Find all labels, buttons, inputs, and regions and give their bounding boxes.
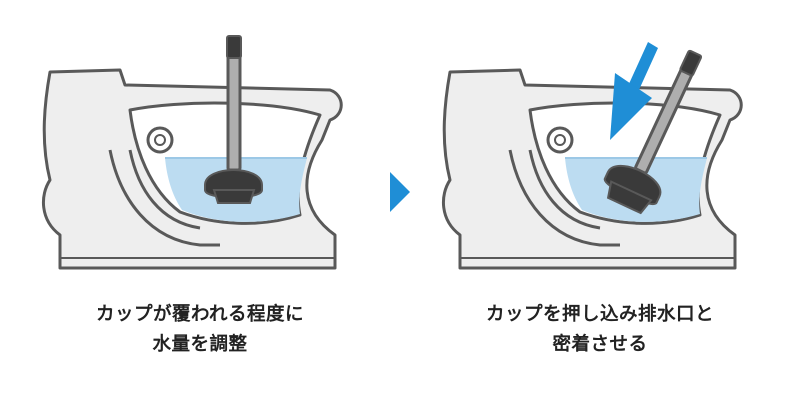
plunger-icon: [204, 35, 263, 204]
step-2-caption-line-2: 密着させる: [552, 334, 648, 355]
toilet-plunger-illustration-step-2: [441, 42, 743, 270]
step-1-panel: カップが覆われる程度に 水量を調整: [0, 35, 400, 360]
step-1-caption: カップが覆われる程度に 水量を調整: [0, 300, 400, 360]
step-2-caption: カップを押し込み排水口と 密着させる: [400, 300, 800, 360]
step-2-panel: カップを押し込み排水口と 密着させる: [400, 0, 800, 400]
plunger-icon: [603, 49, 703, 215]
step-1-caption-line-1: カップが覆われる程度に: [95, 304, 305, 325]
toilet-plunger-illustration-step-1: [41, 35, 343, 270]
arrow-down-left-icon: [610, 42, 658, 140]
step-1-caption-line-2: 水量を調整: [152, 334, 248, 355]
toilet-icon: [41, 68, 343, 270]
triangle-right-icon: [390, 172, 410, 212]
toilet-icon: [441, 68, 743, 270]
step-2-caption-line-1: カップを押し込み排水口と: [485, 304, 714, 325]
